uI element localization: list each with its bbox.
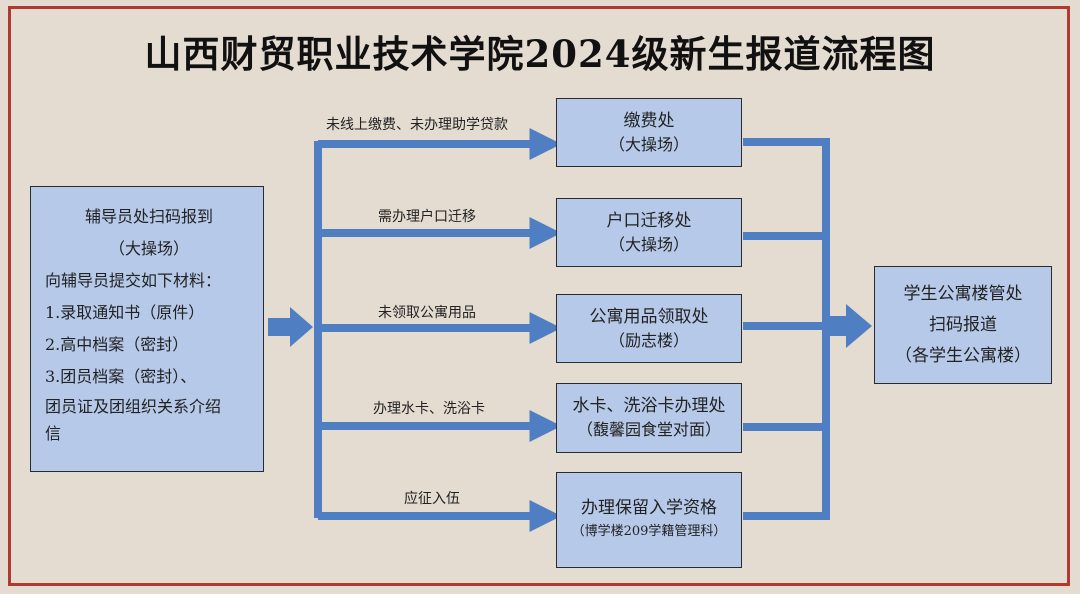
start-line: 1.录取通知书（原件） [45, 303, 205, 322]
branch-label-cards: 办理水卡、洗浴卡 [373, 401, 485, 417]
step-name: 办理保留入学资格 [581, 498, 717, 518]
step-box-card-office: 水卡、洗浴卡办理处 （馥馨园食堂对面） [556, 383, 742, 453]
branch-label-enlistment: 应征入伍 [404, 491, 460, 507]
step-name: 水卡、洗浴卡办理处 [572, 396, 726, 416]
step-name: 缴费处 [623, 110, 675, 131]
start-block-arrow [268, 307, 313, 347]
step-location: （励志楼） [608, 330, 689, 350]
start-line: 3.团员档案（密封）、 [45, 367, 197, 386]
branch-label-payment: 未线上缴费、未办理助学贷款 [326, 117, 508, 133]
step-box-supplies-office: 公寓用品领取处 （励志楼） [556, 294, 742, 363]
diagram-title: 山西财贸职业技术学院2024级新生报道流程图 [144, 32, 936, 76]
step-location: （馥馨园食堂对面） [576, 420, 721, 439]
step-name: 户口迁移处 [606, 210, 692, 231]
end-block-arrow [828, 304, 872, 348]
branch-label-supplies: 未领取公寓用品 [378, 305, 476, 321]
step-box-household-office: 户口迁移处 （大操场） [556, 198, 742, 267]
page-frame [8, 6, 1070, 586]
start-box-counselor-check-in: 辅导员处扫码报到 （大操场） 向辅导员提交如下材料： 1.录取通知书（原件） 2… [30, 186, 264, 472]
start-line: 2.高中档案（密封） [45, 335, 189, 354]
start-line: 团员证及团组织关系介绍 [45, 397, 222, 416]
end-line: 扫码报道 [929, 314, 997, 335]
step-box-payment-office: 缴费处 （大操场） [556, 98, 742, 167]
end-line: 学生公寓楼管处 [903, 283, 1023, 304]
start-line: 辅导员处扫码报到 [84, 207, 213, 226]
step-location: （大操场） [608, 234, 689, 254]
start-line: 信 [45, 424, 62, 443]
step-name: 公寓用品领取处 [589, 306, 709, 327]
end-line: （各学生公寓楼） [895, 345, 1031, 366]
branch-label-household: 需办理户口迁移 [378, 209, 476, 225]
step-box-enrollment-retention: 办理保留入学资格 （博学楼209学籍管理科） [556, 472, 742, 568]
start-line: （大操场） [108, 239, 189, 258]
start-line: 向辅导员提交如下材料： [45, 271, 222, 290]
step-location: （博学楼209学籍管理科） [571, 524, 727, 539]
step-location: （大操场） [608, 134, 689, 154]
end-box-dormitory-check-in: 学生公寓楼管处 扫码报道 （各学生公寓楼） [874, 266, 1052, 384]
